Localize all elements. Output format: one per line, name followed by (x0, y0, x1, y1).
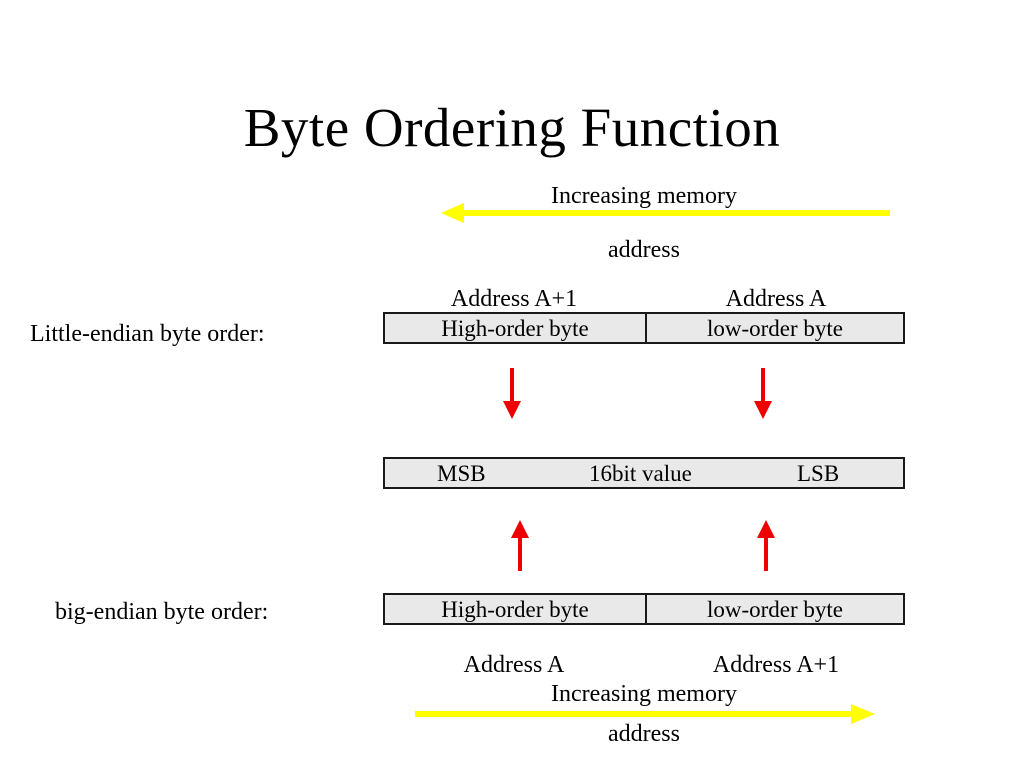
little-endian-high-order-cell: High-order byte (385, 314, 647, 342)
big-endian-low-order-cell: low-order byte (706, 596, 844, 622)
big-endian-address-right: Address A+1 (712, 652, 840, 678)
down-arrow-icon-left (499, 368, 525, 420)
top-arrow-label-line1: Increasing memory (551, 183, 737, 209)
up-arrow-icon-left (507, 519, 533, 571)
down-arrow-icon-right (750, 368, 776, 420)
little-endian-byte-box: High-order byte low-order byte (383, 312, 905, 344)
sixteen-bit-value-box: MSB 16bit value LSB (383, 457, 905, 489)
value-box-msb-label: MSB (437, 460, 486, 486)
little-endian-row-label: Little-endian byte order: (30, 321, 265, 347)
little-endian-address-right: Address A (725, 286, 827, 312)
big-endian-byte-box: High-order byte low-order byte (383, 593, 905, 625)
big-endian-row-label: big-endian byte order: (55, 599, 269, 625)
big-endian-high-order-cell: High-order byte (385, 595, 647, 623)
page-title: Byte Ordering Function (243, 97, 781, 158)
value-box-middle-label: 16bit value (589, 460, 692, 486)
bottom-arrow-label-line2: address (608, 721, 680, 747)
little-endian-address-left: Address A+1 (450, 286, 578, 312)
increasing-memory-arrow-left (438, 202, 893, 224)
top-arrow-label-line2: address (608, 237, 680, 263)
up-arrow-icon-right (753, 519, 779, 571)
big-endian-address-left: Address A (463, 652, 565, 678)
little-endian-low-order-cell: low-order byte (706, 315, 844, 341)
increasing-memory-arrow-right (413, 703, 878, 725)
bottom-arrow-label-line1: Increasing memory (551, 681, 737, 707)
value-box-lsb-label: LSB (797, 460, 840, 486)
